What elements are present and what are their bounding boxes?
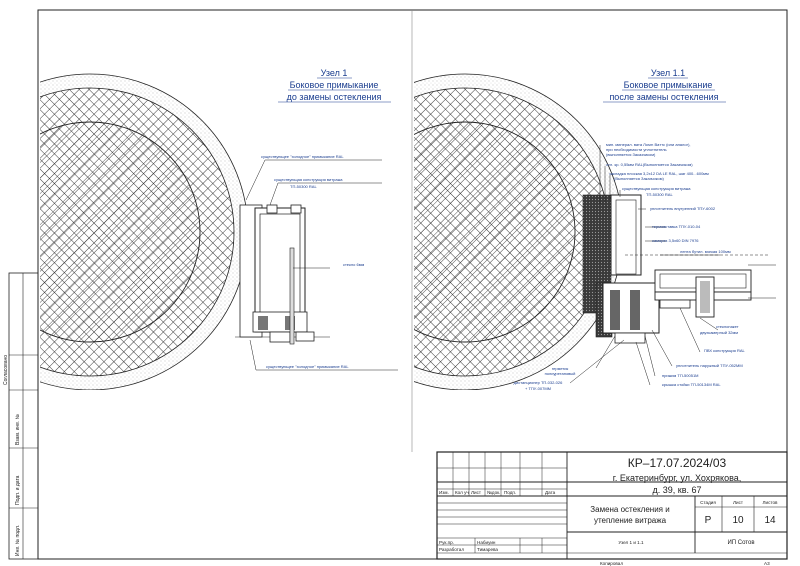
right-callout-outer-seal: уплотнитель наружный ТПУ-052ММ: [676, 363, 743, 368]
left-view-title: Узел 1 Боковое примыкание до замены осте…: [278, 68, 391, 103]
stamp-address-2: д. 39, кв. 67: [653, 485, 702, 495]
right-callout-seal-optional: при необходимости уплотнитель: [606, 147, 667, 152]
side-label-inv-orig: Инв. № подл.: [15, 525, 21, 556]
side-label-agreed: Согласовано: [3, 355, 9, 385]
stamp-company: ИП Сотов: [727, 540, 754, 546]
side-strip: Согласовано Взам. инв. № Подп. и дата Ин…: [3, 272, 39, 560]
right-callout-pressure-plate: прижим ТП-50051М: [662, 373, 699, 378]
left-callouts: существующее "холодное" примыкание RAL с…: [245, 154, 398, 371]
right-callout-existing-frame: существующая конструкция витража: [622, 186, 691, 191]
stamp-code: КР–17.07.2024/03: [628, 456, 727, 470]
stamp-sheets-label: Листов: [763, 500, 778, 505]
right-callout-screw: саморез 3,5х60 DIN 7976: [652, 238, 699, 243]
stamp-role-dev: Разработал: [439, 547, 464, 552]
right-callout-spacer: дистанционер ТП-032-026: [514, 380, 563, 385]
left-title-line-1: Узел 1: [321, 68, 348, 78]
left-callout-profile-code: ТП-50300 RAL: [290, 184, 317, 189]
stamp-col-date: Дата: [545, 490, 556, 495]
right-callout-spacer-2: + ТПУ-007ММ: [525, 386, 551, 391]
right-callout-sealant-2: полиуретановый: [545, 371, 576, 376]
stamp-drawing-name: Узел 1 и 1.1: [618, 540, 644, 545]
left-view: Узел 1 Боковое примыкание до замены осте…: [40, 68, 398, 390]
stamp-col-sheet: Лист: [471, 490, 482, 495]
right-callout-flat-bar: закладка плоская 3,2х12 DA LE RAL, шаг 4…: [609, 171, 709, 176]
stamp-name-dev: Тимарева: [477, 547, 498, 552]
title-block: [436, 451, 788, 560]
stamp-role-lead: Рук.пр.: [439, 540, 454, 545]
stamp-sheet-value: 10: [732, 515, 744, 526]
stamp-work-title-1: Замена остекления и: [590, 505, 669, 514]
left-wall-section: [40, 73, 249, 390]
right-callout-cap: крышка стойки ТП-50134М RAL: [662, 382, 721, 387]
side-label-sign-date: Подп. и дата: [15, 475, 21, 505]
right-callouts: мин. минерал. вата Лоsm Baттс (или анало…: [514, 142, 746, 391]
right-callout-flashing: отл. кр. 0,55мм RAL(Выполняется Заказчик…: [606, 162, 693, 167]
stamp-address-1: г. Екатеринбург, ул. Хохрякова,: [613, 473, 742, 483]
stamp-col-sign: Подп.: [504, 490, 516, 495]
stamp-text: КР–17.07.2024/03 г. Екатеринбург, ул. Хо…: [439, 456, 778, 566]
right-view: Узел 1.1 Боковое примыкание после замены…: [414, 68, 776, 391]
right-callout-by-customer-2: (Выполняется Заказчиком): [614, 176, 664, 181]
right-title-line-2: Боковое примыкание: [624, 80, 713, 90]
left-callout-glass: стекло 6мм: [343, 262, 364, 267]
stamp-col-change: Изм.: [439, 490, 449, 495]
stamp-copied: Копировал: [600, 561, 623, 566]
right-callout-glass-unit: стеклопакет: [716, 324, 739, 329]
stamp-sheets-value: 14: [764, 515, 776, 526]
right-callout-profile-code: ТП-50300 RAL: [646, 192, 673, 197]
stamp-stage-value: Р: [705, 515, 712, 526]
stamp-work-title-2: утепление витража: [594, 516, 667, 525]
stamp-col-count: Кол уч: [455, 490, 469, 495]
stamp-stage-label: Стадия: [700, 500, 716, 505]
right-title-line-1: Узел 1.1: [651, 68, 685, 78]
left-title-line-3: до замены остекления: [287, 92, 382, 102]
stamp-col-docno: №док.: [487, 490, 500, 495]
right-view-title: Узел 1.1 Боковое примыкание после замены…: [603, 68, 726, 103]
right-wall-section: [414, 73, 624, 390]
right-callout-by-customer-1: (выполняется Заказчиком): [606, 152, 656, 157]
stamp-sheet-label: Лист: [733, 500, 744, 505]
right-callout-sealant: герметик: [552, 366, 569, 371]
right-title-line-3: после замены остекления: [609, 92, 718, 102]
right-frame-profile: [602, 194, 776, 344]
right-callout-butyl-tape: лента бутил. мягкая 100мм: [680, 249, 731, 254]
right-callout-pvc: ПВХ конструкция RAL: [704, 348, 745, 353]
left-callout-existing-frame: существующая конструкция витража: [274, 177, 343, 182]
left-frame-profile: [239, 204, 315, 345]
stamp-name-lead: Набиуин: [477, 540, 496, 545]
left-callout-cold-joint-bottom: существующее "холодное" примыкание RAL: [266, 364, 349, 369]
stamp-format: А3: [764, 561, 770, 566]
right-callout-glass-unit-2: двухкамерный 32мм: [700, 330, 738, 335]
side-label-replace-inv: Взам. инв. №: [15, 414, 21, 445]
right-callout-mineral-wool: мин. минерал. вата Лоsm Baттс (или анало…: [606, 142, 691, 147]
right-callout-thermal-insert: термовставка ТПУ-010-04: [652, 224, 701, 229]
left-title-line-2: Боковое примыкание: [290, 80, 379, 90]
left-callout-cold-joint-top: существующее "холодное" примыкание RAL: [261, 154, 344, 159]
right-callout-inner-seal: уплотнитель внутренний ТПУ-6002: [650, 206, 716, 211]
